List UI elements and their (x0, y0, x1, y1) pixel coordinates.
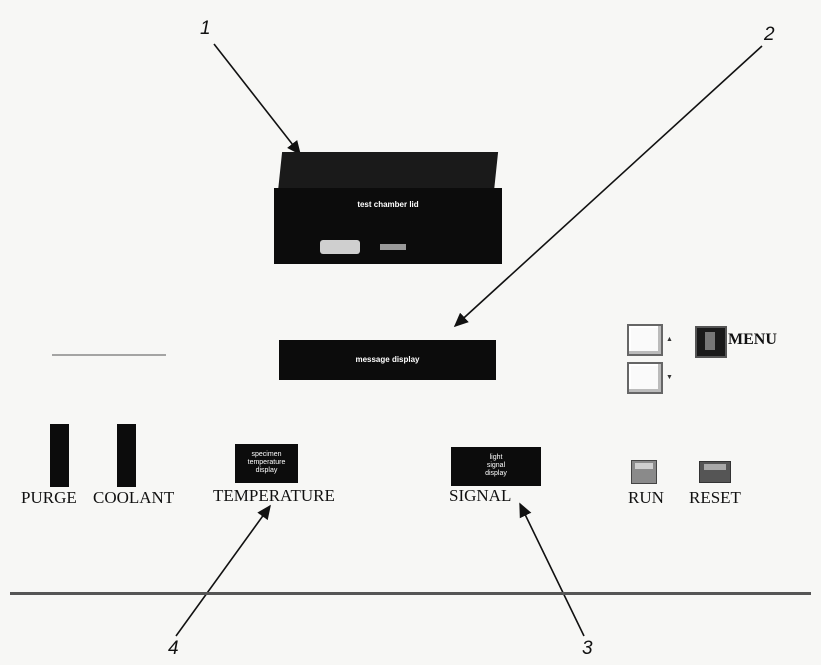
signal-display-line1: light (489, 454, 503, 461)
callout-1-arrow (213, 43, 301, 156)
reset-label: RESET (689, 488, 741, 507)
run-label: RUN (628, 488, 664, 507)
menu-down-button[interactable] (627, 362, 663, 394)
message-display-label: message display (355, 355, 420, 364)
test-chamber-lid[interactable]: test chamber lid (272, 152, 504, 264)
signal-display-line3: display (485, 470, 507, 477)
lid-top (277, 152, 499, 192)
callout-1: 1 (200, 18, 211, 39)
callout-4: 4 (168, 638, 179, 659)
lid-handle-icon[interactable] (320, 240, 360, 254)
menu-label: MENU (728, 331, 777, 348)
temperature-display-line3: display (255, 467, 278, 474)
signal-label: SIGNAL (449, 486, 512, 505)
menu-button-indicator (705, 332, 715, 350)
lid-latch-icon (380, 244, 406, 250)
menu-button[interactable] (695, 326, 727, 358)
run-button[interactable] (631, 460, 657, 484)
signal-display-line2: signal (486, 462, 506, 469)
menu-up-button[interactable] (627, 324, 663, 356)
purge-label: PURGE (21, 488, 77, 507)
message-display: message display (279, 340, 496, 380)
reset-button-top (704, 464, 726, 470)
up-indicator-icon: ▲ (666, 336, 673, 343)
temperature-label: TEMPERATURE (213, 486, 335, 505)
lid-label: test chamber lid (357, 200, 419, 209)
callout-3-arrow (519, 502, 585, 637)
callout-4-arrow (175, 504, 271, 637)
reset-button[interactable] (699, 461, 731, 483)
down-indicator-icon: ▼ (666, 374, 673, 381)
coolant-label: COOLANT (93, 488, 175, 507)
run-button-top (635, 463, 653, 469)
temperature-display-line1: specimen (251, 451, 282, 458)
temperature-display: specimen temperature display (235, 444, 298, 483)
base-line (10, 592, 811, 595)
lid-front: test chamber lid (274, 188, 502, 264)
coolant-indicator (117, 424, 136, 487)
callout-3: 3 (582, 638, 593, 659)
callout-2: 2 (764, 24, 775, 45)
callout-2-arrow (453, 45, 763, 328)
temperature-display-line2: temperature (247, 459, 286, 466)
signal-display: light signal display (451, 447, 541, 486)
purge-indicator (50, 424, 69, 487)
